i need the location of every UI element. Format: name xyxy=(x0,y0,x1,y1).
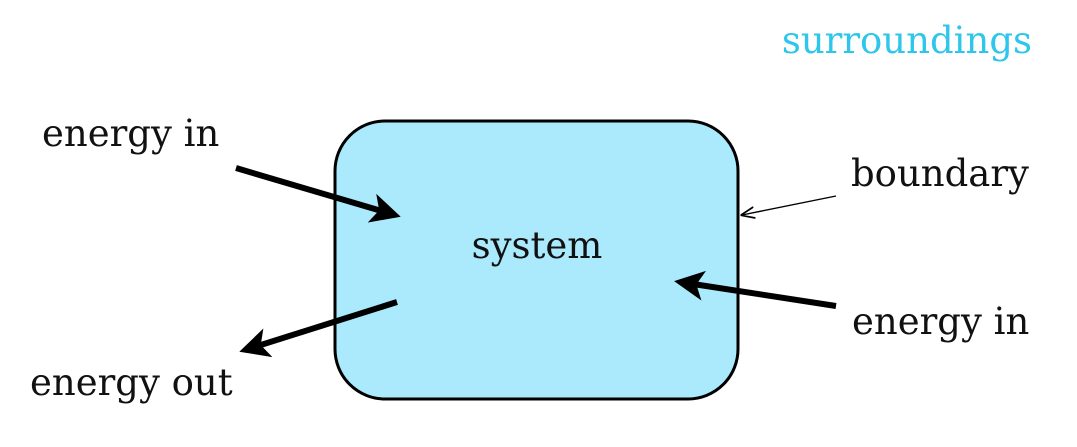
system-box xyxy=(333,119,740,401)
boundary-pointer-arrow xyxy=(742,195,837,215)
energy-in-right-label: energy in xyxy=(852,300,1029,343)
energy-in-left-arrow xyxy=(235,165,401,223)
boundary-label: boundary xyxy=(851,152,1029,195)
system-label: system xyxy=(472,224,603,267)
energy-out-arrow xyxy=(239,299,398,358)
energy-out-label: energy out xyxy=(30,361,233,404)
energy-in-left-label: energy in xyxy=(42,112,219,155)
surroundings-label: surroundings xyxy=(782,19,1032,62)
energy-in-right-arrow xyxy=(674,270,837,309)
